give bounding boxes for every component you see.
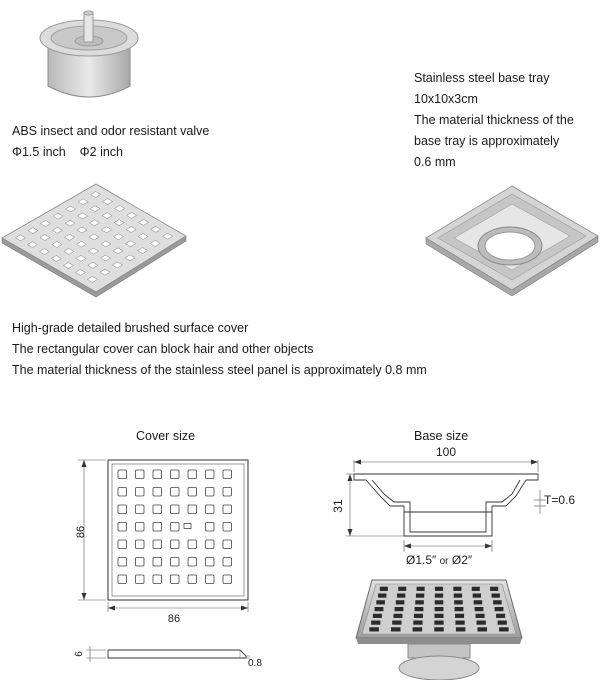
base-size-drawing: 100 31 T=0.6 Ø1.5″ or Ø2″ — [331, 445, 575, 567]
cover-height-label: 86 — [75, 526, 87, 538]
cover-thickness-left-label: 6 — [74, 651, 85, 657]
tray-image — [425, 185, 599, 296]
valve-image — [39, 10, 139, 98]
tray-thickness-value: 0.6 mm — [414, 155, 456, 169]
cover-width-label: 86 — [168, 613, 180, 625]
cover-line-1: High-grade detailed brushed surface cove… — [12, 321, 249, 335]
valve-sizes: Φ1.5 inch Φ2 inch — [12, 142, 123, 163]
cover-description: High-grade detailed brushed surface cove… — [12, 318, 427, 381]
tray-thickness-line2: base tray is approximately — [414, 134, 560, 148]
assembled-drain-image — [355, 579, 523, 680]
base-height-label: 31 — [331, 499, 345, 513]
base-drawing-title: Base size — [414, 429, 469, 443]
cover-thickness-right-label: 0.8 — [248, 658, 262, 669]
base-diameter-or: or — [440, 556, 450, 567]
cover-drawing-holes — [117, 469, 232, 584]
cover-drawing-title: Cover size — [136, 429, 196, 443]
tray-thickness-line1: The material thickness of the — [414, 113, 574, 127]
cover-size-drawing: 86 86 6 0.8 — [74, 459, 262, 669]
base-thickness-label: T=0.6 — [544, 493, 575, 507]
tray-description: Stainless steel base tray 10x10x3cm The … — [414, 68, 574, 173]
valve-size-2: Φ2 inch — [79, 145, 124, 159]
cover-holes — [14, 191, 174, 283]
valve-title: ABS insect and odor resistant valve — [12, 124, 210, 138]
cover-line-2: The rectangular cover can block hair and… — [12, 342, 314, 356]
base-diameter-label: Ø1.5″ or Ø2″ — [406, 553, 473, 567]
cover-line-3: The material thickness of the stainless … — [12, 363, 427, 377]
assembled-drain-holes — [369, 586, 509, 632]
base-width-label: 100 — [436, 445, 456, 459]
cover-image — [1, 183, 187, 298]
base-diameter-b: Ø2″ — [452, 553, 473, 567]
tray-title: Stainless steel base tray — [414, 71, 550, 85]
base-diameter-a: Ø1.5″ — [406, 553, 437, 567]
valve-size-1: Φ1.5 inch — [12, 145, 66, 159]
tray-dims: 10x10x3cm — [414, 92, 478, 106]
